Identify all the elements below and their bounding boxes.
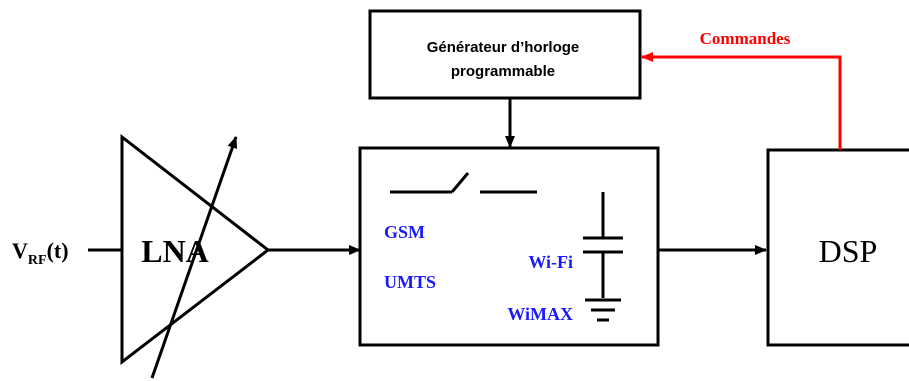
dsp-label: DSP	[819, 233, 878, 269]
input-signal-label: VRF(t)	[12, 238, 69, 268]
commands-label: Commandes	[700, 29, 791, 48]
switch-blade	[450, 172, 470, 193]
input-label-t: (t)	[47, 238, 69, 263]
commands-feedback-arrow	[641, 52, 842, 150]
sampler-box	[358, 146, 660, 347]
standard-wifi: Wi-Fi	[528, 252, 573, 272]
dsp-box	[766, 148, 909, 347]
variable-gain-arrow	[150, 136, 238, 379]
standard-gsm: GSM	[384, 222, 425, 242]
input-label-v: V	[12, 238, 28, 263]
standard-umts: UMTS	[384, 272, 436, 292]
clock-generator-box	[368, 9, 642, 100]
clock-generator-line1: Générateur d’horloge	[427, 39, 580, 56]
clock-generator-line2: programmable	[451, 63, 555, 80]
standard-wimax: WiMAX	[507, 304, 573, 324]
input-label-subscript: RF	[28, 253, 47, 268]
lna-amplifier	[120, 133, 271, 366]
lna-label: LNA	[141, 233, 209, 269]
